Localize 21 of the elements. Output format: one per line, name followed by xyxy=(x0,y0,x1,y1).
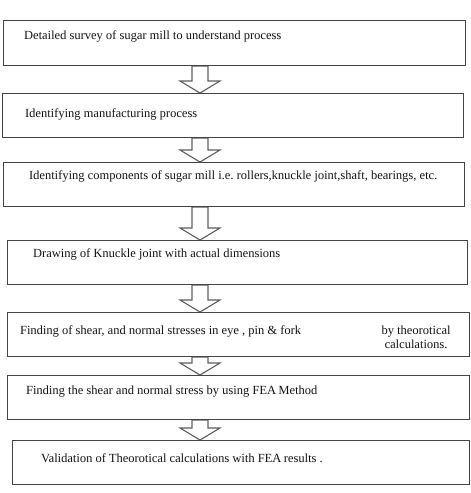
process-box xyxy=(3,162,465,207)
step-text: Finding of shear, and normal stresses in eye , pin & fork xyxy=(20,323,302,337)
step-text: Finding the shear and normal stress by using FEA Method xyxy=(26,383,318,397)
step-text: Validation of Theorotical calculations with FEA results . xyxy=(41,451,324,465)
process-box xyxy=(7,375,470,420)
block-arrow xyxy=(178,137,222,163)
block-arrow xyxy=(178,419,222,441)
process-box xyxy=(3,20,466,66)
process-box xyxy=(7,312,470,357)
block-arrow xyxy=(178,206,222,241)
block-arrow xyxy=(178,284,222,313)
process-box xyxy=(7,240,468,285)
step-note: by theorotical calculations. xyxy=(380,323,452,351)
step-text: Identifying manufacturing process xyxy=(25,106,198,120)
step-text: Identifying components of sugar mill i.e. rollers,knuckle joint,shaft, bearings, etc. xyxy=(29,168,438,182)
process-box xyxy=(12,440,470,485)
block-arrow xyxy=(178,65,222,94)
step-text: Detailed survey of sugar mill to understand process xyxy=(24,28,282,42)
process-box xyxy=(2,93,464,138)
step-text: Drawing of Knuckle joint with actual dimensions xyxy=(33,246,282,260)
block-arrow xyxy=(178,356,222,376)
